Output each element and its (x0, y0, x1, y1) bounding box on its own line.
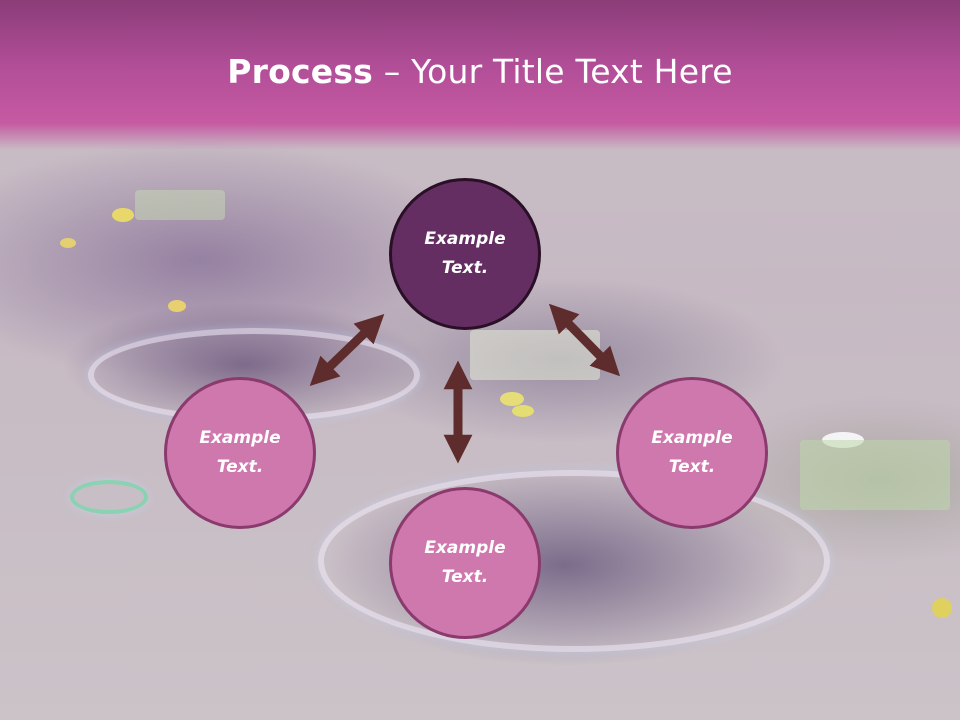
process-node-bottom[interactable]: Example Text. (389, 487, 541, 639)
deck-knob-ring (70, 480, 148, 514)
node-text: Example Text. (651, 428, 733, 477)
deck-light (168, 300, 186, 312)
node-text: Example Text. (199, 428, 281, 477)
deck-light (60, 238, 76, 248)
turntable-ring-center (318, 470, 830, 652)
process-node-right[interactable]: Example Text. (616, 377, 768, 529)
deck-display (800, 440, 950, 510)
slide-title: Process – Your Title Text Here (0, 52, 960, 91)
arrow-top-right (548, 303, 621, 377)
title-bar (0, 0, 960, 150)
deck-display (135, 190, 225, 220)
deck-light (112, 208, 134, 222)
title-rest: – Your Title Text Here (373, 52, 733, 91)
title-bold: Process (227, 52, 374, 91)
deck-light (500, 392, 524, 406)
deck-light (932, 598, 952, 618)
process-node-left[interactable]: Example Text. (164, 377, 316, 529)
deck-light (512, 405, 534, 417)
process-node-top[interactable]: Example Text. (389, 178, 541, 330)
arrow-top-left (309, 313, 385, 387)
node-text: Example Text. (424, 229, 506, 278)
node-text: Example Text. (424, 538, 506, 587)
